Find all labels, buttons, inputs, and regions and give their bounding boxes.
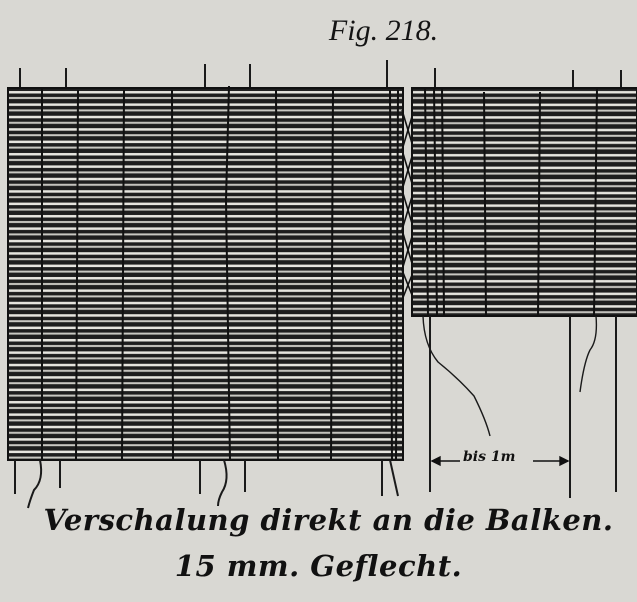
figure-title: Fig. 218. (328, 14, 439, 47)
dimension-arrow (430, 455, 570, 467)
dimension-label: bis 1m (463, 449, 516, 465)
caption-line-2: 15 mm. Geflecht. (174, 549, 463, 583)
joist-tick-marks (19, 60, 622, 90)
left-supports (14, 459, 399, 509)
right-reed-panel (411, 87, 637, 317)
right-supports (422, 315, 617, 498)
caption-line-1: Verschalung direkt an die Balken. (43, 503, 614, 537)
left-reed-panel (7, 85, 404, 461)
